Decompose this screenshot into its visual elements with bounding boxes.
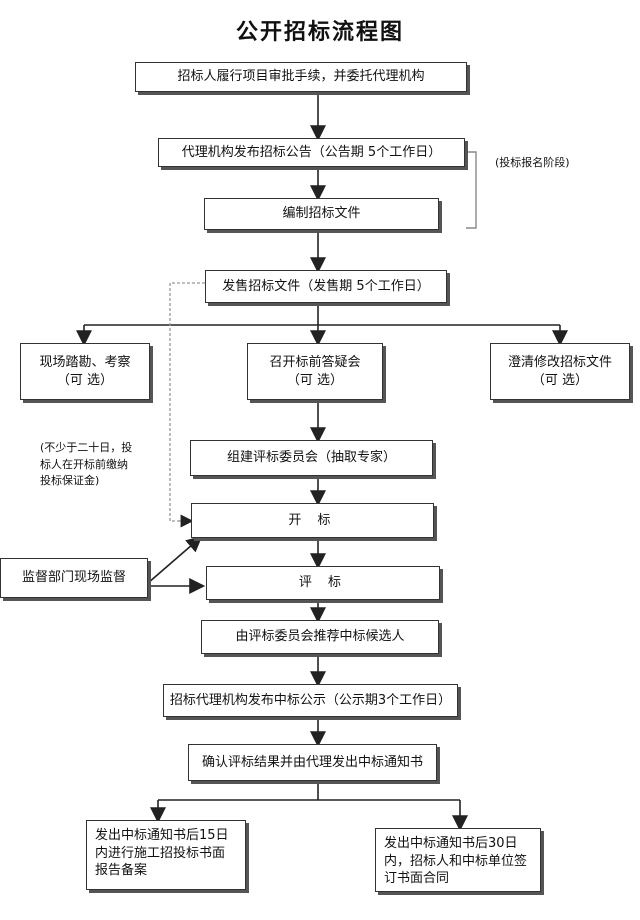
option-site-visit: 现场踏勘、考察 （可 选）	[20, 343, 150, 400]
step-recommend-candidate: 由评标委员会推荐中标候选人	[201, 620, 439, 654]
site-visit-optional: （可 选）	[56, 372, 114, 388]
deposit-note-line2: 标人在开标前缴纳	[40, 457, 128, 471]
step-announcement-label: 代理机构发布招标公告（公告期 5个工作日）	[181, 144, 442, 160]
step-report-filing: 发出中标通知书后15日内进行施工招投标书面报告备案	[86, 820, 246, 890]
step-recommend-label: 由评标委员会推荐中标候选人	[235, 629, 405, 645]
step-sell-documents: 发售招标文件（发售期 5个工作日）	[205, 270, 447, 303]
step-contract-label: 发出中标通知书后30日内，招标人和中标单位签订书面合同	[384, 836, 528, 887]
step-approval-label: 招标人履行项目审批手续，并委托代理机构	[177, 69, 425, 85]
step-prepare-documents: 编制招标文件	[204, 198, 439, 230]
deposit-note-line1: (不少于二十日，投	[40, 441, 133, 454]
step-publish-result: 招标代理机构发布中标公示（公示期3个工作日）	[163, 684, 458, 717]
option-pre-bid-meeting: 召开标前答疑会 （可 选）	[247, 343, 383, 400]
step-approval-and-entrust: 招标人履行项目审批手续，并委托代理机构	[135, 62, 467, 92]
step-confirm-label: 确认评标结果并由代理发出中标通知书	[201, 754, 423, 770]
deposit-note-line3: 投标保证金)	[40, 474, 100, 487]
deposit-note: (不少于二十日，投 标人在开标前缴纳 投标保证金)	[40, 440, 132, 490]
pre-bid-label: 召开标前答疑会	[269, 354, 361, 370]
bidding-stage-note: (投标报名阶段)	[495, 156, 570, 169]
side-supervision: 监督部门现场监督	[0, 558, 148, 598]
supervision-label: 监督部门现场监督	[21, 570, 126, 586]
site-visit-label: 现场踏勘、考察	[39, 354, 131, 370]
clarify-optional: （可 选）	[531, 372, 589, 388]
step-form-committee: 组建评标委员会（抽取专家）	[190, 440, 433, 476]
arrow-supervision-open	[147, 535, 203, 584]
step-committee-label: 组建评标委员会（抽取专家）	[226, 450, 396, 466]
page-title: 公开招标流程图	[235, 20, 404, 45]
step-publish-result-label: 招标代理机构发布中标公示（公示期3个工作日）	[169, 692, 452, 708]
step-publish-announcement: 代理机构发布招标公告（公告期 5个工作日）	[158, 138, 465, 167]
bidding-stage-bracket	[466, 151, 477, 229]
step-opening-label: 开 标	[288, 512, 337, 528]
pre-bid-optional: （可 选）	[286, 372, 344, 388]
step-evaluation-label: 评 标	[298, 575, 348, 591]
option-clarify-documents: 澄清修改招标文件 （可 选）	[490, 343, 630, 400]
clarify-label: 澄清修改招标文件	[507, 354, 612, 370]
deposit-dashed-line	[169, 282, 205, 522]
step-sign-contract: 发出中标通知书后30日内，招标人和中标单位签订书面合同	[375, 828, 541, 892]
step-prepare-label: 编制招标文件	[282, 206, 361, 222]
step-bid-opening: 开 标	[191, 503, 434, 538]
step-confirm-result: 确认评标结果并由代理发出中标通知书	[188, 744, 437, 781]
step-sell-label: 发售招标文件（发售期 5个工作日）	[222, 278, 430, 294]
step-report-label: 发出中标通知书后15日内进行施工招投标书面报告备案	[95, 828, 229, 879]
step-bid-evaluation: 评 标	[206, 566, 440, 600]
